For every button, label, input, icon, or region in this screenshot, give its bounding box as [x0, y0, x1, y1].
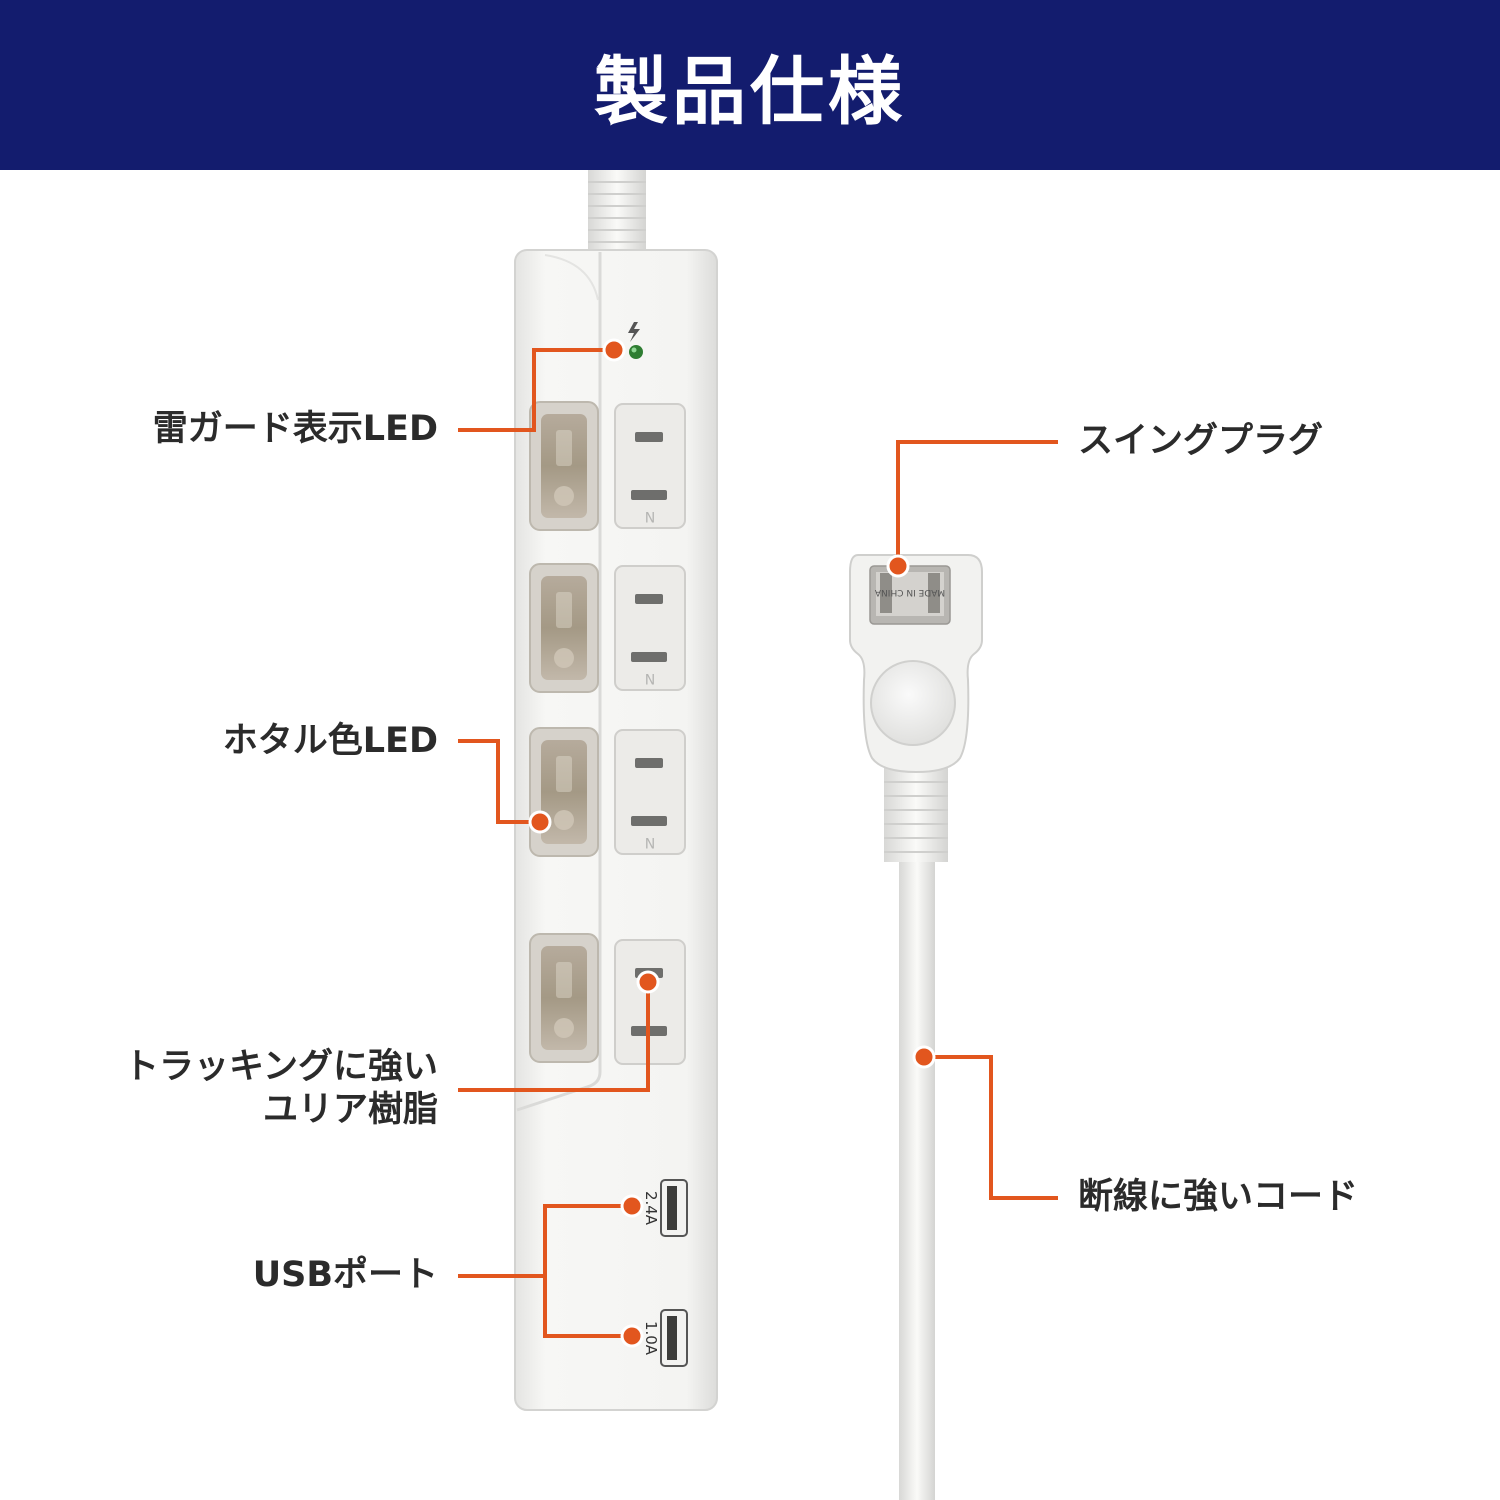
- callout-lines: [458, 348, 1058, 1338]
- surge-led: [629, 345, 643, 359]
- label-cord: 断線に強いコード: [1078, 1177, 1359, 1217]
- outlet-3: [614, 729, 686, 855]
- switch-4: [529, 933, 599, 1063]
- outlet-1: [614, 403, 686, 529]
- callout-line-hotaru-led: [458, 739, 540, 824]
- page-title: 製品仕様: [594, 48, 906, 135]
- label-kaminari-led: 雷ガード表示LED: [152, 409, 438, 449]
- callout-dots: [528, 338, 936, 1348]
- label-tracking: トラッキングに強い ユリア樹脂: [124, 1046, 438, 1131]
- callout-dot-tracking: [636, 970, 660, 994]
- lightning-icon: [628, 322, 640, 342]
- callout-line-tracking: [458, 982, 650, 1092]
- callout-line-swing-plug: [896, 440, 1058, 566]
- outlet-marking-2: N: [645, 670, 655, 686]
- usb-port-bottom: [660, 1309, 688, 1367]
- callout-line-cord: [924, 1055, 1058, 1200]
- callout-dot-kaminari-led: [602, 338, 626, 362]
- label-tracking-line2: ユリア樹脂: [262, 1089, 438, 1130]
- callout-line-usb-top: [543, 1204, 632, 1338]
- callout-line-kaminari-led: [458, 348, 614, 432]
- plug-cord: [884, 766, 948, 1500]
- label-swing-plug: スイングプラグ: [1078, 421, 1324, 461]
- label-hotaru-led: ホタル色LED: [222, 721, 438, 761]
- label-tracking-line1: トラッキングに強い: [124, 1047, 438, 1087]
- outlet-marking-1: N: [645, 508, 655, 524]
- switch-3: [529, 727, 599, 857]
- callout-dot-swing-plug: [886, 554, 910, 578]
- usb-top-rating: 2.4A: [642, 1191, 660, 1226]
- callout-dot-cord: [912, 1045, 936, 1069]
- outlet-marking-3: N: [645, 834, 655, 850]
- swing-plug: MADE IN CHINA: [849, 554, 983, 774]
- callout-dot-usb-bottom: [620, 1324, 644, 1348]
- usb-port-top: [660, 1179, 688, 1237]
- switch-2: [529, 563, 599, 693]
- usb-bottom-rating: 1.0A: [642, 1321, 660, 1356]
- switch-1: [529, 401, 599, 531]
- callout-dot-usb-top: [620, 1194, 644, 1218]
- label-usb-port: USBポート: [252, 1255, 438, 1295]
- top-cord: [588, 170, 646, 252]
- callout-dot-hotaru-led: [528, 810, 552, 834]
- outlet-2: [614, 565, 686, 691]
- header-banner: 製品仕様: [0, 0, 1500, 170]
- plug-marking: MADE IN CHINA: [874, 587, 945, 597]
